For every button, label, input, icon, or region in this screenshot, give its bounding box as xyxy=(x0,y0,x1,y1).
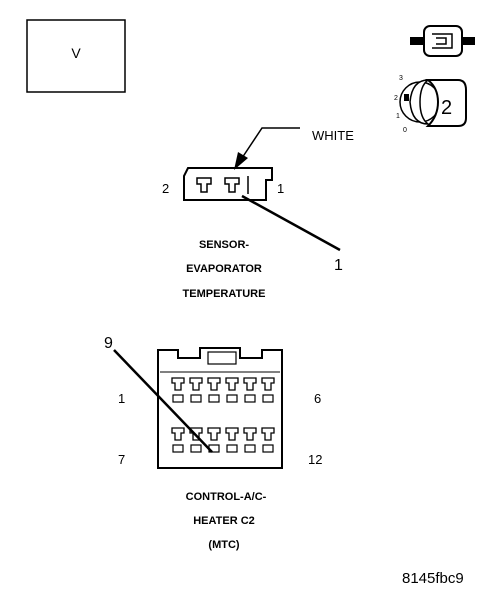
control-title-line-2: HEATER C2 xyxy=(193,515,255,527)
terminal-3 xyxy=(207,377,221,391)
sensor-pin-right-label: 1 xyxy=(277,181,284,196)
terminal-1 xyxy=(171,377,185,391)
socket-12 xyxy=(262,444,274,453)
terminal-2 xyxy=(189,377,203,391)
sensor-title-line-1: SENSOR- xyxy=(199,239,249,251)
ignition-key-icon: 3 2 1 0 2 xyxy=(394,75,467,134)
socket-2 xyxy=(190,394,202,403)
sensor-title-line-3: TEMPERATURE xyxy=(183,288,266,300)
view-box-label: V xyxy=(71,45,81,61)
terminal-11 xyxy=(243,427,257,441)
terminal-5 xyxy=(243,377,257,391)
socket-10 xyxy=(226,444,238,453)
sensor-title-line-2: EVAPORATOR xyxy=(186,263,262,275)
terminal-10 xyxy=(225,427,239,441)
socket-7 xyxy=(172,444,184,453)
terminal-7 xyxy=(171,427,185,441)
terminal-6 xyxy=(261,377,275,391)
white-wire-leader xyxy=(241,127,300,159)
socket-5 xyxy=(244,394,256,403)
key-number: 2 xyxy=(441,97,452,119)
control-pin-1-label: 1 xyxy=(118,391,125,406)
view-box xyxy=(26,19,126,93)
white-wire-arrowhead xyxy=(234,152,248,170)
socket-8 xyxy=(190,444,202,453)
key-position-1: 1 xyxy=(396,113,400,120)
socket-1 xyxy=(172,394,184,403)
socket-6 xyxy=(262,394,274,403)
connector-icon xyxy=(410,25,475,57)
figure-id: 8145fbc9 xyxy=(402,570,464,587)
control-pin-6-label: 6 xyxy=(314,391,321,406)
key-position-2: 2 xyxy=(394,95,398,102)
control-connector xyxy=(157,347,283,469)
socket-4 xyxy=(226,394,238,403)
sensor-pin-left-label: 2 xyxy=(162,181,169,196)
control-pin-12-label: 12 xyxy=(308,452,322,467)
terminal-4 xyxy=(225,377,239,391)
terminal-9 xyxy=(207,427,221,441)
socket-3 xyxy=(208,394,220,403)
control-title-line-1: CONTROL-A/C- xyxy=(186,491,267,503)
white-wire-label: WHITE xyxy=(312,128,354,143)
key-position-3: 3 xyxy=(399,75,403,82)
control-title-line-3: (MTC) xyxy=(208,539,239,551)
key-position-0: 0 xyxy=(403,127,407,134)
control-pin-7-label: 7 xyxy=(118,452,125,467)
socket-11 xyxy=(244,444,256,453)
control-callout-number: 9 xyxy=(104,335,113,352)
sensor-connector xyxy=(183,167,273,201)
sensor-callout-leader xyxy=(241,194,341,252)
control-callout-leader xyxy=(113,349,213,453)
sensor-callout-number: 1 xyxy=(334,257,343,274)
terminal-12 xyxy=(261,427,275,441)
